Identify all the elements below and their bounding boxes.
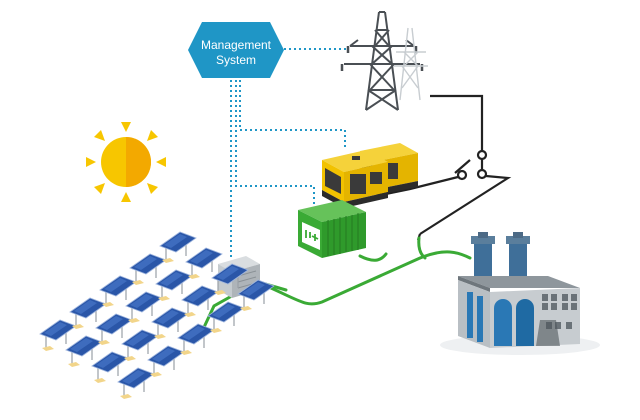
management-system-label-line2: System [215, 53, 256, 67]
solar-panel [211, 263, 249, 295]
management-system-label-line1: Management [200, 38, 272, 52]
hub-icon [188, 22, 284, 78]
solar-panel [159, 231, 197, 263]
transmission-tower-icon [340, 11, 424, 111]
factory-icon [440, 232, 600, 355]
solar-panel [99, 275, 137, 307]
control-link-battery [235, 80, 315, 208]
transmission-tower-background [394, 27, 428, 101]
control-link-generators [239, 80, 346, 150]
sun-icon [86, 122, 166, 202]
management-system-hub[interactable] [188, 22, 284, 78]
management-system-label: Management System [188, 38, 284, 68]
solar-panel [151, 307, 189, 339]
solar-panel [177, 323, 215, 355]
control-links [230, 48, 346, 258]
solar-panel [91, 351, 129, 383]
solar-panel [95, 313, 133, 345]
solar-panel [121, 329, 159, 361]
generator-icon [322, 143, 418, 208]
solar-panel [237, 279, 275, 311]
solar-panel [185, 247, 223, 279]
solar-array-icon [39, 231, 275, 399]
solar-panel [147, 345, 185, 377]
battery-icon [298, 200, 366, 258]
solar-panel [117, 367, 155, 399]
solar-panel [39, 319, 77, 351]
solar-panel [207, 301, 245, 333]
solar-panel [155, 269, 193, 301]
